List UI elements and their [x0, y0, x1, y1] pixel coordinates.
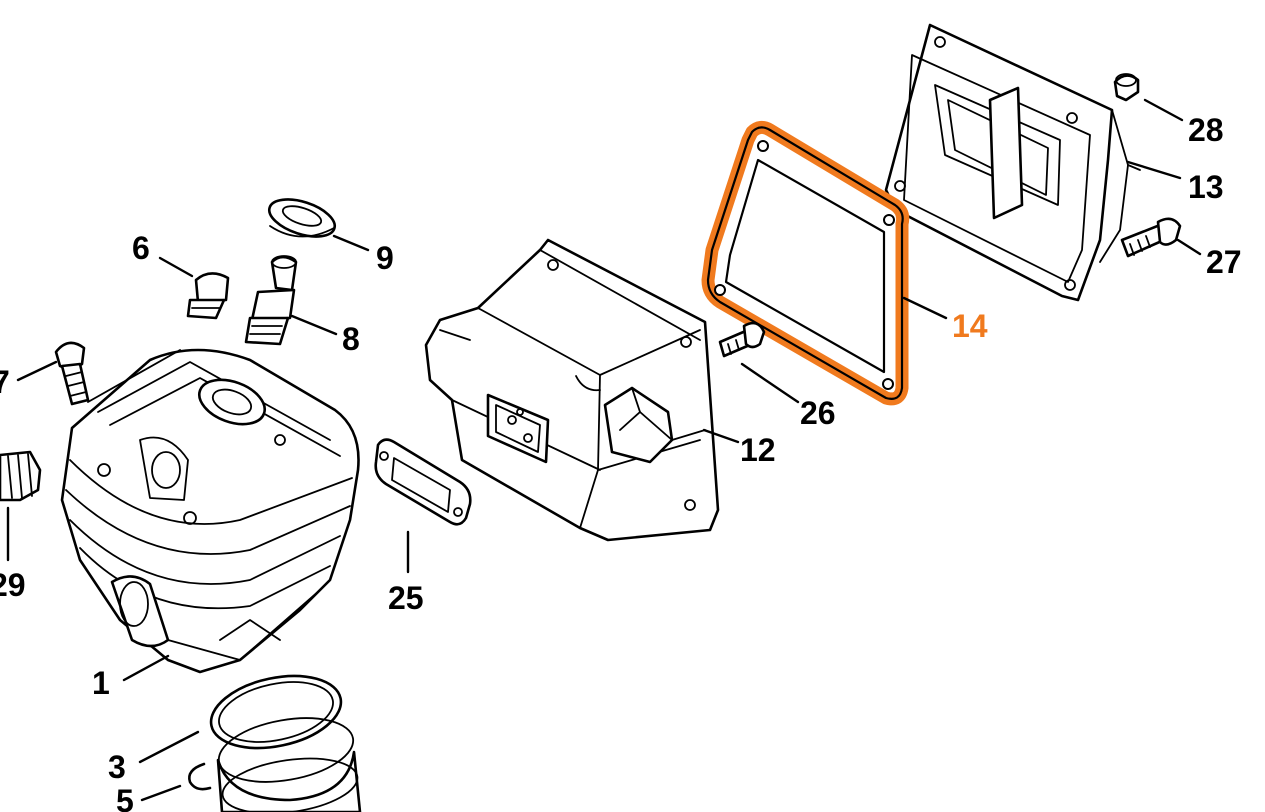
callout-29: 29 [0, 567, 26, 603]
part-13-muffler-cover[interactable] [884, 23, 1141, 302]
part-6-plug[interactable] [186, 272, 230, 320]
callout-25: 25 [388, 580, 424, 616]
callout-6: 6 [132, 230, 150, 266]
callout-13: 13 [1188, 169, 1224, 205]
part-25-gasket[interactable] [374, 438, 472, 526]
callout-5: 5 [116, 783, 134, 812]
callout-28: 28 [1188, 112, 1224, 148]
leader-lines [6, 98, 1202, 802]
callout-27: 27 [1206, 244, 1242, 280]
callout-7: 7 [0, 364, 10, 400]
part-14-gasket-highlighted[interactable] [701, 120, 910, 406]
part-28-screw[interactable] [1113, 73, 1140, 102]
callout-labels: 28 13 27 14 26 12 25 9 8 6 7 29 1 3 5 [0, 112, 1242, 812]
part-5-circlip[interactable] [188, 762, 212, 791]
callout-8: 8 [342, 321, 360, 357]
callout-1: 1 [92, 665, 110, 701]
part-7-bolt[interactable] [54, 341, 90, 406]
part-26-screw[interactable] [718, 321, 766, 358]
part-1-cylinder[interactable] [60, 348, 360, 674]
part-9-washer[interactable] [265, 192, 340, 243]
callout-14-highlighted: 14 [952, 308, 988, 344]
part-8-valve[interactable] [244, 255, 298, 346]
part-3-piston-rings[interactable] [204, 665, 362, 812]
callout-9: 9 [376, 240, 394, 276]
callout-26: 26 [800, 395, 836, 431]
part-12-muffler[interactable] [424, 238, 720, 542]
part-29-spark-plug[interactable] [0, 450, 42, 502]
callout-12: 12 [740, 432, 776, 468]
callout-3: 3 [108, 749, 126, 785]
part-27-screw[interactable] [1120, 217, 1182, 258]
